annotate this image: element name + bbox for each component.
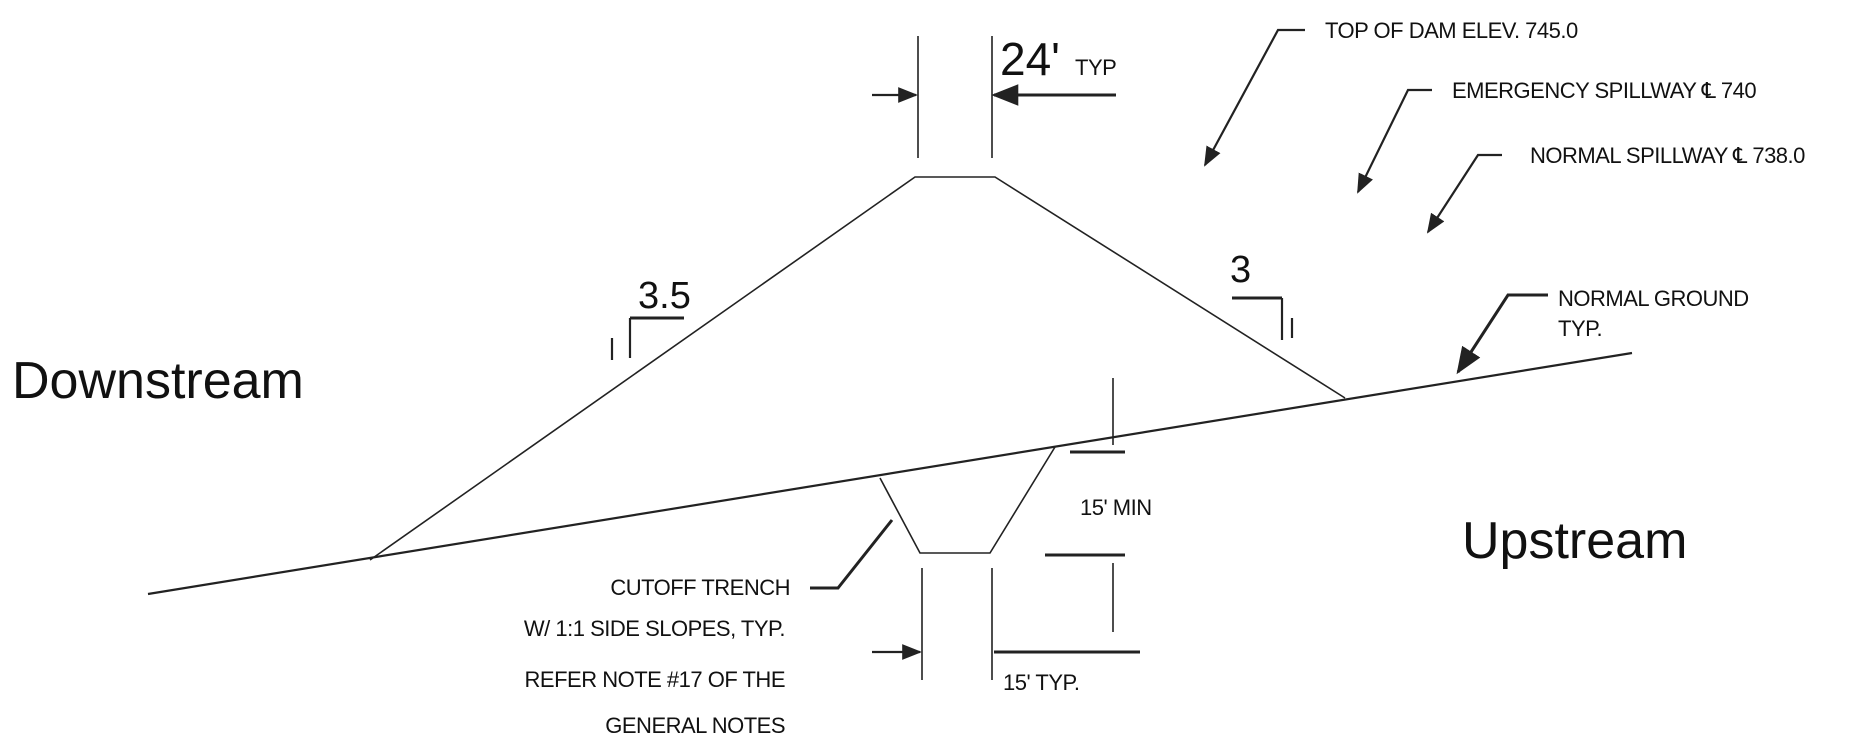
- emergency-spillway-elevation: EMERGENCY SPILLWAY ℄ 740: [1452, 78, 1756, 103]
- crest-width-dimension: 24' TYP: [872, 33, 1117, 158]
- downstream-label: Downstream: [12, 352, 304, 410]
- dam-embankment: [369, 176, 1346, 561]
- trench-width-label: 15' TYP.: [1003, 670, 1079, 695]
- ground-line: [147, 351, 1633, 596]
- cutoff-note-line-1: CUTOFF TRENCH: [610, 575, 790, 600]
- normal-ground-label: NORMAL GROUND: [1558, 286, 1749, 311]
- downstream-slope-h: 3.5: [638, 275, 691, 317]
- trench-width-dimension: 15' TYP.: [872, 568, 1140, 695]
- cutoff-note-line-2: W/ 1:1 SIDE SLOPES, TYP.: [524, 616, 785, 641]
- downstream-slope-indicator: 3.5: [610, 275, 691, 360]
- cutoff-note-leader: CUTOFF TRENCH W/ 1:1 SIDE SLOPES, TYP. R…: [524, 519, 894, 738]
- normal-spillway-leader: NORMAL SPILLWAY ℄ 738.0: [1426, 143, 1806, 234]
- crest-width-suffix: TYP: [1075, 55, 1116, 80]
- cutoff-note-line-3: REFER NOTE #17 OF THE: [525, 667, 785, 692]
- normal-ground-typ: TYP.: [1558, 316, 1602, 341]
- top-of-dam-elevation: TOP OF DAM ELEV. 745.0: [1325, 18, 1578, 43]
- cutoff-depth-dimension: 15' MIN: [1045, 378, 1152, 632]
- normal-ground-leader: NORMAL GROUND TYP.: [1456, 286, 1749, 375]
- cutoff-depth-label: 15' MIN: [1080, 495, 1152, 520]
- emergency-spillway-leader: EMERGENCY SPILLWAY ℄ 740: [1357, 78, 1757, 194]
- upstream-slope-indicator: 3: [1230, 249, 1294, 340]
- upstream-slope-h: 3: [1230, 249, 1251, 291]
- top-of-dam-leader: TOP OF DAM ELEV. 745.0: [1204, 18, 1578, 167]
- upstream-label: Upstream: [1462, 512, 1687, 570]
- cutoff-note-line-4: GENERAL NOTES: [605, 713, 785, 738]
- normal-spillway-elevation: NORMAL SPILLWAY ℄ 738.0: [1530, 143, 1805, 168]
- cutoff-trench: [879, 446, 1056, 554]
- crest-width-value: 24': [1000, 33, 1060, 85]
